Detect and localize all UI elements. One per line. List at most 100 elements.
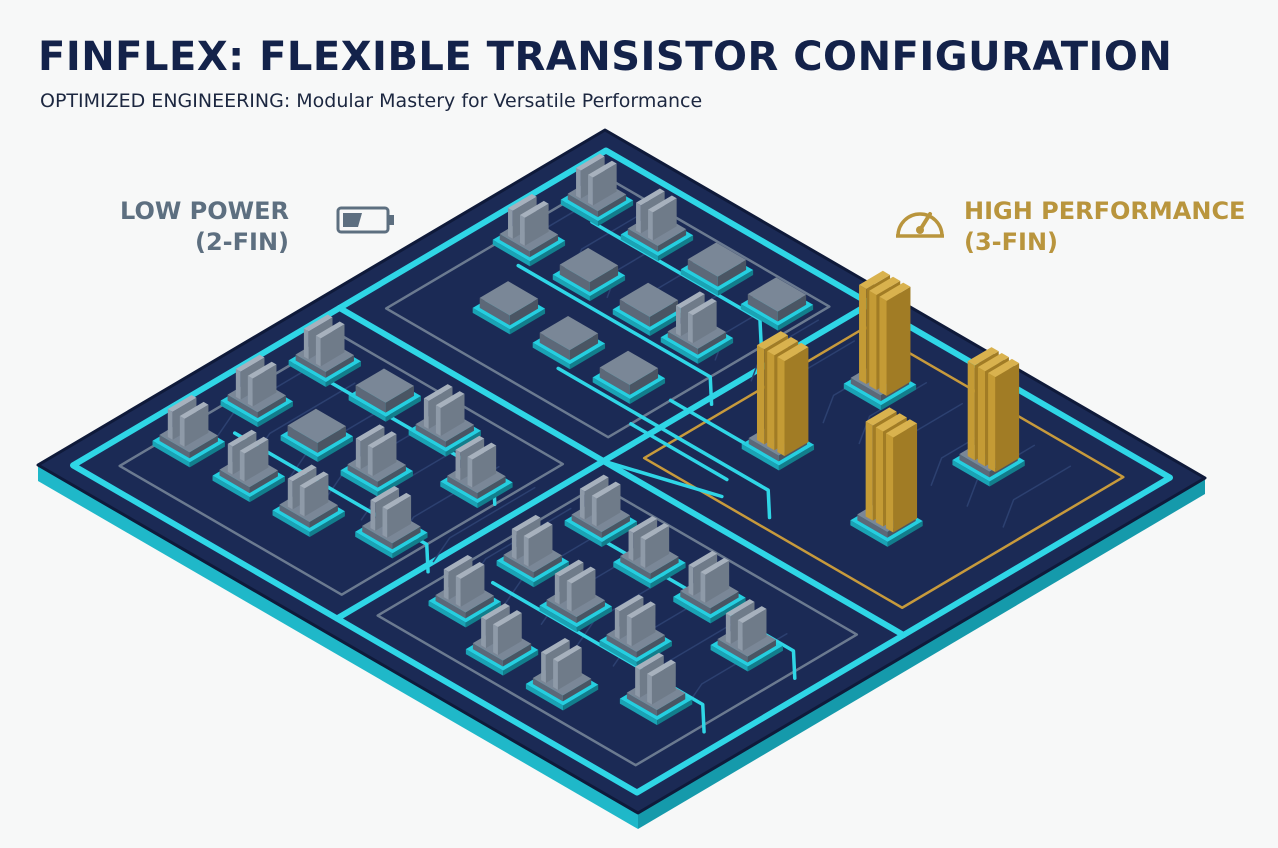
device-base-side	[571, 514, 602, 538]
device-pad-side	[552, 274, 590, 302]
low-power-fin	[635, 652, 664, 670]
low-power-fin-side	[460, 564, 485, 607]
speedometer-icon	[896, 212, 944, 238]
device-pad-side	[492, 239, 530, 267]
device-base-side	[499, 233, 530, 258]
device-base-side	[546, 599, 577, 624]
device-pad-side	[589, 275, 626, 302]
low-power-fin	[628, 516, 658, 533]
low-power-fin	[541, 638, 570, 655]
device-pad-side	[740, 303, 778, 331]
low-power-fin-side	[636, 202, 641, 234]
device-base-side	[415, 424, 446, 448]
planar-device-side	[479, 297, 510, 326]
low-power-fin-side	[304, 474, 329, 517]
low-power-fin-side	[692, 301, 717, 344]
device-base-side	[529, 234, 559, 258]
low-power-fin	[737, 606, 767, 623]
device-pad-side	[496, 560, 534, 588]
low-power-fin-side	[705, 560, 730, 603]
low-power-fin-side	[372, 434, 397, 477]
low-power-fin-side	[579, 488, 585, 520]
high-performance-fin-side	[988, 372, 996, 473]
planar-device-side	[589, 265, 619, 293]
low-power-fin-side	[557, 647, 582, 690]
low-power-fin-side	[676, 305, 681, 337]
device-pad-side	[717, 270, 754, 296]
low-power-fin-side	[455, 449, 461, 481]
low-power-fin	[239, 436, 269, 454]
low-power-fin	[647, 659, 676, 677]
device-base-side	[257, 395, 286, 419]
low-power-fin-side	[523, 535, 529, 567]
high-performance-fin-side	[977, 367, 986, 467]
device-pad-side	[850, 520, 888, 547]
device-base-side	[325, 355, 354, 378]
low-power-fin-side	[596, 484, 621, 527]
device-base-side	[219, 469, 250, 494]
device-pad-side	[597, 200, 634, 227]
high-performance-fin-side	[865, 421, 873, 521]
low-power-fin-side	[725, 613, 731, 644]
device-base-side	[435, 594, 466, 619]
device-pad-side	[257, 401, 293, 428]
low-power-fin-side	[235, 368, 241, 400]
device-pad-side	[272, 510, 310, 537]
device-pad-side	[564, 520, 602, 548]
low-power-fin-side	[370, 500, 376, 531]
high-performance-fin-side	[756, 345, 765, 445]
device-base-side	[159, 434, 190, 459]
low-power-fin-side	[553, 659, 558, 690]
low-power-fin	[579, 474, 609, 492]
high-performance-fin-side	[767, 351, 775, 451]
device-base-side	[850, 377, 881, 402]
low-power-fin-side	[493, 624, 498, 656]
low-power-fin-side	[167, 409, 173, 440]
device-base-side	[562, 678, 592, 702]
low-power-fin-side	[700, 571, 706, 603]
planar-device-side	[687, 259, 718, 287]
low-power-fin	[481, 603, 510, 621]
device-base-side	[747, 639, 776, 663]
device-pad-side	[529, 240, 566, 267]
device-base-side	[626, 692, 657, 717]
high-performance-fin	[886, 419, 918, 438]
low-power-fin-side	[179, 415, 185, 447]
low-power-fin	[508, 193, 537, 211]
low-power-fin	[287, 464, 317, 482]
low-power-fin	[455, 435, 485, 453]
device-pad-side	[445, 430, 481, 457]
device-pad-side	[592, 377, 630, 405]
planar-device	[479, 281, 539, 316]
device-pad-side	[563, 684, 599, 711]
high-performance-fin	[859, 270, 891, 290]
device-pad-side	[657, 699, 693, 726]
low-power-fin-side	[626, 615, 632, 647]
device-base-side	[717, 639, 748, 663]
device-pad-side	[660, 337, 698, 364]
low-power-fin	[179, 401, 209, 419]
low-power-fin	[523, 521, 553, 539]
low-power-fin	[636, 188, 665, 206]
device-pad-side	[843, 383, 881, 411]
device-pad-side	[340, 470, 378, 497]
device-pad-side	[777, 304, 814, 331]
planar-device-side	[717, 259, 747, 287]
low-power-fin	[725, 599, 755, 616]
high-performance-fin-count: (3-FIN)	[964, 228, 1059, 256]
low-power-fin	[315, 321, 345, 339]
low-power-fin-side	[472, 445, 497, 488]
device-base-side	[680, 590, 711, 615]
device-pad-side	[629, 378, 666, 405]
planar-device	[287, 408, 346, 443]
low-power-fin-side	[303, 328, 309, 360]
low-power-fin-side	[520, 214, 525, 246]
device-base-side	[465, 595, 494, 619]
planar-device-side	[777, 294, 807, 322]
high-performance-fin-side	[859, 284, 867, 385]
device-base-side	[857, 514, 888, 538]
planar-device-side	[317, 426, 346, 453]
device-base-side	[657, 229, 687, 252]
low-power-fin-side	[435, 405, 441, 436]
planar-device-side	[569, 333, 599, 361]
